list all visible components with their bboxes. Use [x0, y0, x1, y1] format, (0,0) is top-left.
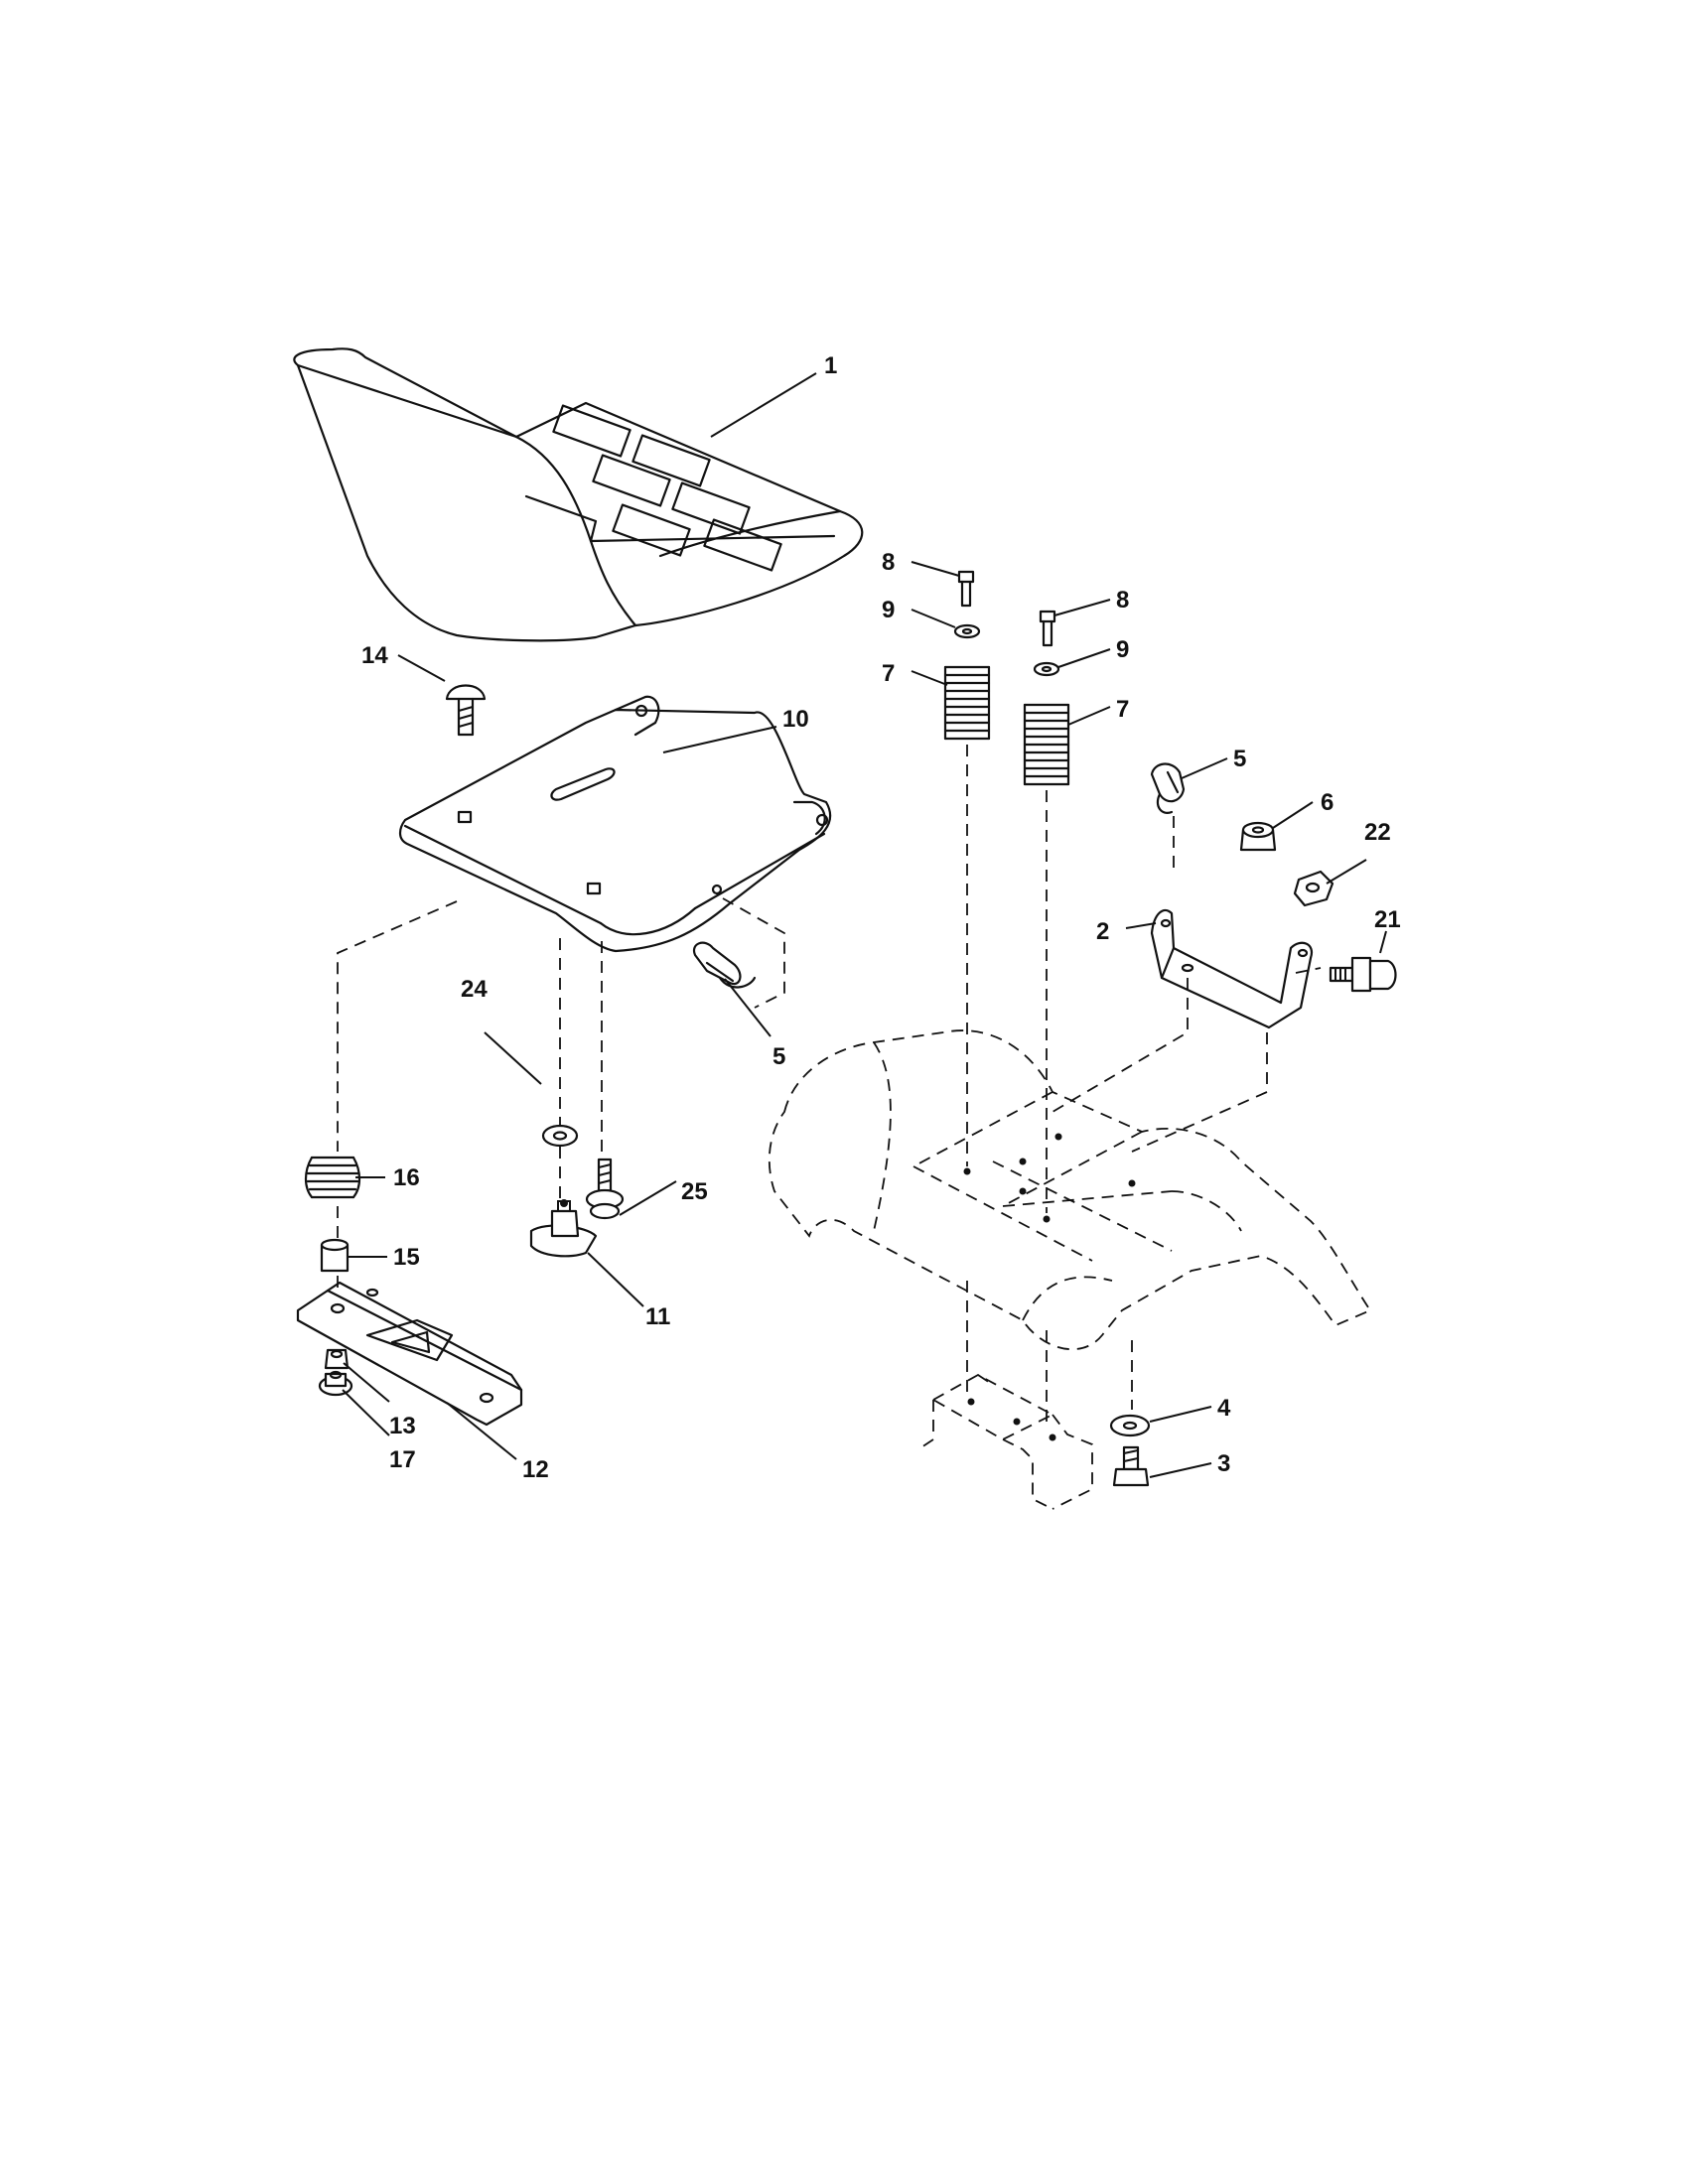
washer-part-9-left	[953, 623, 981, 639]
nut-part-13	[324, 1348, 350, 1370]
callout-7-right: 7	[1116, 696, 1129, 723]
seat-pan	[398, 695, 832, 953]
callout-labels: 1 2 3 4 5 5 6 7 7 8 8 9 9 10 11 12 13 14…	[361, 352, 1401, 1483]
callout-25: 25	[681, 1178, 708, 1205]
washer-part-24	[541, 1124, 579, 1148]
washer-part-9-right	[1033, 661, 1060, 677]
callout-13: 13	[389, 1413, 416, 1439]
callout-16: 16	[393, 1164, 420, 1191]
callout-7-left: 7	[882, 660, 895, 687]
bracket-part-2	[1150, 908, 1314, 1029]
callout-6: 6	[1321, 789, 1333, 816]
tractor-frame-dashed	[768, 1029, 1372, 1351]
seat-switch-clip-part-5-left	[692, 941, 757, 989]
callout-8-left: 8	[882, 549, 895, 576]
lower-frame-bracket-dashed	[917, 1373, 1093, 1510]
callout-8-right: 8	[1116, 587, 1129, 614]
callout-1: 1	[824, 352, 837, 379]
callout-4: 4	[1217, 1395, 1231, 1422]
callout-5-right: 5	[1233, 746, 1246, 772]
callout-2: 2	[1096, 918, 1109, 945]
callout-24: 24	[461, 976, 488, 1003]
callout-9-right: 9	[1116, 636, 1129, 663]
callout-10: 10	[782, 706, 809, 733]
spring-part-7-right	[1023, 703, 1070, 786]
callout-9-left: 9	[882, 597, 895, 623]
seat-slide-bracket-part-12	[296, 1281, 523, 1427]
callout-12: 12	[522, 1456, 549, 1483]
seat	[293, 347, 864, 642]
seat-switch-clip-part-5-right	[1150, 762, 1186, 814]
shoulder-bolt-part-21	[1329, 956, 1397, 993]
callout-21: 21	[1374, 906, 1401, 933]
callout-5-left: 5	[772, 1043, 785, 1070]
nut-part-22	[1293, 870, 1334, 907]
callout-15: 15	[393, 1244, 420, 1271]
callout-14: 14	[361, 642, 388, 669]
bolt-part-8-right	[1039, 610, 1056, 647]
lock-nut-part-6	[1239, 821, 1277, 852]
shoulder-bolt-part-25	[585, 1158, 625, 1220]
callout-22: 22	[1364, 819, 1391, 846]
washer-part-4	[1109, 1414, 1151, 1437]
bolt-part-8-left	[957, 570, 975, 608]
bolt-part-3	[1112, 1445, 1150, 1487]
seat-recess-pads	[552, 404, 782, 572]
leader-lines	[342, 372, 1387, 1478]
adjustment-knob-part-11	[529, 1199, 598, 1258]
callout-3: 3	[1217, 1450, 1230, 1477]
spring-part-16	[304, 1156, 361, 1199]
carriage-bolt-part-14	[445, 684, 487, 737]
spring-part-7-left	[943, 665, 991, 741]
flange-nut-part-17	[318, 1370, 353, 1397]
spacer-part-15	[320, 1238, 350, 1273]
callout-17: 17	[389, 1446, 416, 1473]
callout-11: 11	[645, 1303, 670, 1330]
